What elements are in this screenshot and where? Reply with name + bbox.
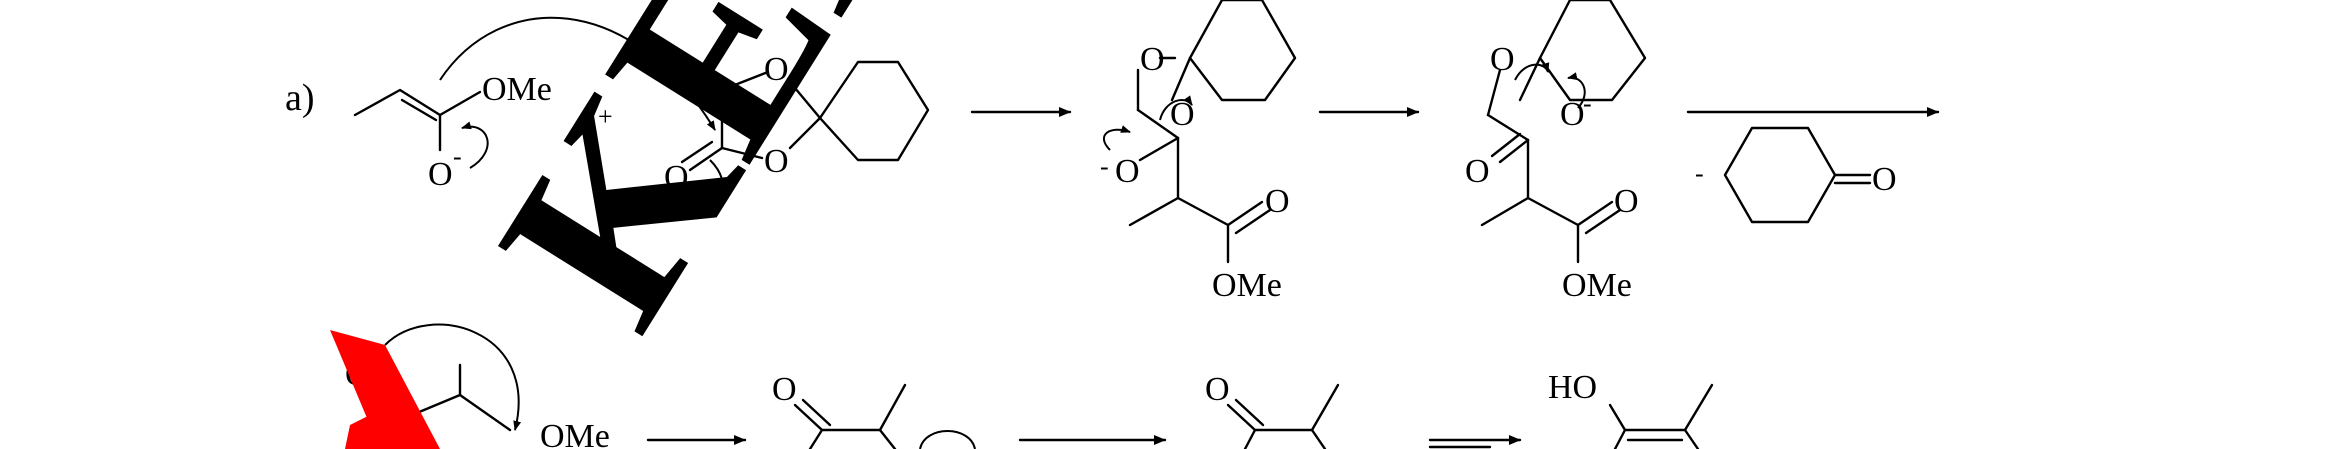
enolate-o-label: O	[428, 156, 453, 193]
enolate-molecule: OMe O -	[353, 71, 552, 193]
ketone-ome: OMe	[1562, 267, 1632, 304]
tetrahedral-intermediate: O O O - O OMe	[1100, 0, 1297, 304]
intermediate-curved-arrow-1	[1102, 125, 1131, 151]
watermark-text: KEM	[444, 0, 1017, 370]
panel-label: a)	[285, 77, 315, 119]
intermediate-ester-o: O	[1265, 183, 1290, 220]
row2-enolate-circle	[919, 430, 976, 449]
row2-ho-label: HO	[1548, 369, 1597, 406]
carbonyl-curved-arrow	[694, 159, 724, 211]
ring-o-bottom: O	[764, 143, 789, 180]
ketone-ester-o: O	[1614, 183, 1639, 220]
plus-sign: +	[598, 102, 613, 131]
ketone-curved-arrow-1	[1514, 62, 1550, 81]
carbonyl-o: O	[664, 159, 689, 196]
row2-enone: O	[1205, 371, 1340, 449]
row2-enol-product: HO	[1548, 369, 1714, 449]
ketone-alkoxide-molecule: O O - O O OMe	[1465, 0, 1647, 304]
leaving-group-charge: -	[1695, 159, 1704, 188]
ketone-o-alkoxide: O	[1560, 96, 1585, 133]
leaving-group-o: O	[1872, 161, 1897, 198]
intermediate-curved-arrow-2	[1159, 95, 1193, 121]
watermark-fragment	[330, 330, 440, 449]
enolate-o-charge: -	[453, 142, 462, 171]
ketone-curved-arrow-2	[1567, 72, 1586, 109]
attack-curved-arrow	[439, 16, 716, 131]
intermediate-o-charge: -	[1100, 152, 1109, 181]
enolate-ome-label: OMe	[482, 71, 552, 108]
watermark: KEM	[330, 0, 1017, 449]
row2-ome-1: OMe	[540, 418, 610, 449]
ketone-carbonyl-o: O	[1465, 153, 1490, 190]
ketone-o-ring: O	[1490, 41, 1515, 78]
ring-o-top: O	[764, 51, 789, 88]
row2-enone-o: O	[1205, 371, 1230, 408]
intermediate-o-top: O	[1140, 41, 1165, 78]
ketone-o-charge: -	[1583, 89, 1592, 118]
row2-diketone: O	[772, 371, 976, 449]
dioxolanone-molecule: O O O	[439, 16, 930, 211]
enolate-curved-arrow	[461, 121, 489, 169]
row2-curved-arrow	[384, 323, 522, 431]
intermediate-o-alkoxide: O	[1115, 153, 1140, 190]
leaving-group-cyclohexanone: - O	[1695, 126, 1897, 224]
intermediate-ome: OMe	[1212, 267, 1282, 304]
row2-diketone-o: O	[772, 371, 797, 408]
